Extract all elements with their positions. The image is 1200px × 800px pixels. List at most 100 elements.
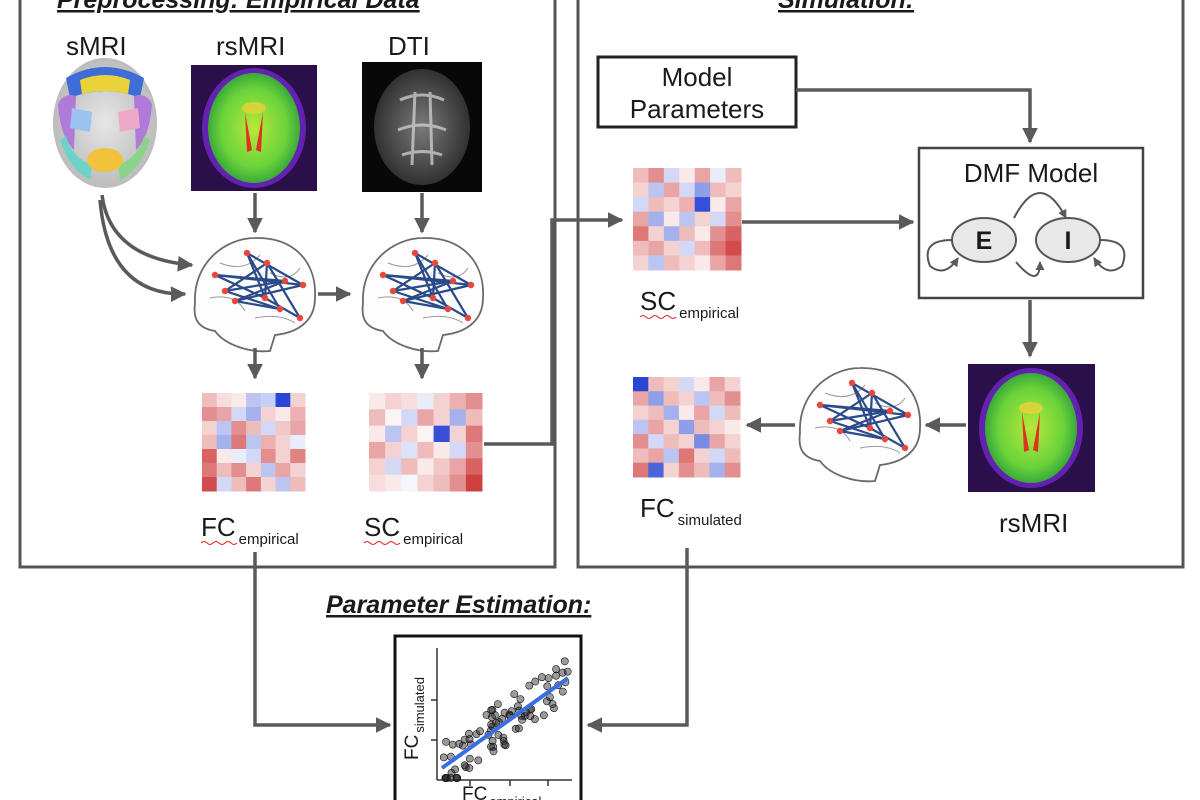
matrix-cell [231,421,247,436]
matrix-cell [216,449,232,464]
network-edge [414,252,472,286]
network-node [379,271,387,279]
network-node [429,294,437,302]
matrix-cell [260,421,277,436]
matrix-cell [678,377,695,392]
matrix-cell [401,425,418,443]
network-edge [224,262,268,292]
matrix-cell [663,168,680,184]
scatter-point [439,753,448,762]
network-edge [851,382,886,440]
network-node [399,297,407,305]
brain-outline [193,237,316,353]
matrix-cell [231,393,247,408]
matrix-cell [290,435,306,450]
matrix-cell [710,255,727,271]
matrix-cell [385,442,402,459]
preprocessing-panel [18,0,557,569]
matrix-cell [633,182,649,198]
matrix-cell [648,419,665,435]
scatter-point [501,741,510,750]
matrix-cell [694,182,711,198]
matrix-cell [401,442,418,459]
matrix-cell [290,393,306,408]
network-node [467,281,475,289]
matrix-cell [663,255,680,271]
dti-label: DTI [388,31,430,61]
matrix-cell [678,448,695,464]
matrix-cell [275,477,291,492]
network-edge [392,262,436,292]
scatter-point [500,740,509,749]
scatter-ylabel: FCsimulated [402,677,427,760]
matrix-cell [663,211,680,227]
matrix-cell [290,463,306,478]
parameter-estimation-title: Parameter Estimation: [326,591,591,619]
matrix-cell [633,168,649,184]
matrix-cell [633,419,649,435]
matrix-cell [678,462,695,478]
excitatory-node-label: E [976,227,993,255]
model-parameters-box [596,55,798,129]
matrix-cell [401,393,418,410]
scatter-point [531,677,540,686]
matrix-cell [694,377,710,392]
matrix-cell [260,435,277,450]
matrix-cell [202,393,218,408]
scatter-point [516,695,525,703]
network-edge [868,392,874,429]
matrix-cell [725,211,742,227]
matrix-cell [246,421,262,436]
brain-network-structural [361,237,484,353]
scatter-point [550,704,558,712]
network-node [221,287,229,295]
scatter-point [488,737,497,745]
matrix-cell [633,226,649,242]
scatter-point [540,711,548,720]
network-edge [392,279,454,293]
matrix-cell [633,255,649,271]
network-edge [871,392,906,449]
network-node [866,424,874,432]
matrix-cell [709,419,726,435]
matrix-cell [663,462,680,478]
matrix-cell [679,240,696,256]
matrix-cell [709,448,726,464]
network-edge [246,252,281,310]
matrix-cell [725,168,742,184]
matrix-cell [648,434,665,449]
scatter-point [487,720,495,729]
preprocessing-title: Preprocessing: Empirical Data [57,0,420,14]
scatter-point [472,730,481,738]
rsmri-image [191,65,317,191]
network-edge [431,262,437,299]
smri-label: sMRI [66,31,127,61]
network-node [299,281,307,289]
scatter-point [487,742,495,751]
matrix-cell [648,226,665,242]
matrix-cell [449,442,467,459]
matrix-cell [216,421,232,436]
brain-fold [377,296,414,312]
simulation-title: Simulation: [778,0,914,14]
matrix-cell [648,168,665,184]
matrix-cell [648,448,665,464]
network-edge [829,409,891,423]
dti-image [362,62,482,192]
matrix-cell [275,449,291,464]
matrix-cell [694,211,711,227]
scatter-point [448,740,457,749]
network-edge [214,274,266,299]
scatter-point [465,735,474,744]
matrix-cell [724,448,741,464]
matrix-cell [290,407,306,422]
network-node [886,407,894,415]
network-node [296,314,304,322]
matrix-cell [694,197,711,213]
matrix-cell [385,458,402,476]
network-edge [414,252,449,310]
matrix-cell [679,197,696,213]
scatter-point [525,681,534,690]
network-node [276,305,284,313]
